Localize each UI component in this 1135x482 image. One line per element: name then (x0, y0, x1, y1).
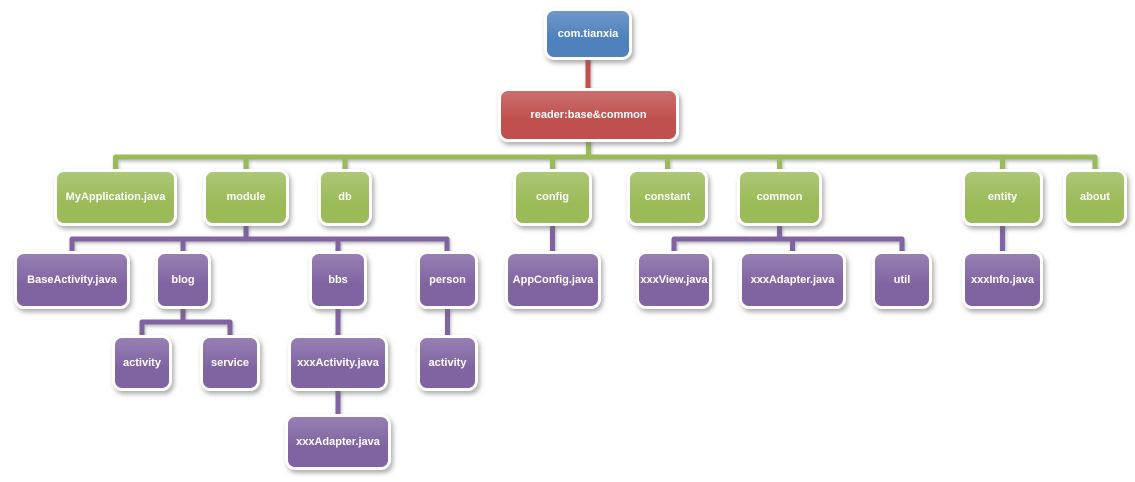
node-person-activity: activity (417, 335, 478, 391)
node-baseactivity-java: BaseActivity.java (14, 251, 130, 309)
node-blog: blog (155, 251, 211, 309)
node-config: config (513, 169, 592, 226)
node-com-tianxia: com.tianxia (544, 8, 632, 60)
node-blog-activity: activity (112, 335, 172, 391)
node-db: db (318, 169, 372, 226)
connector-module-children (69, 224, 450, 254)
node-blog-service: service (200, 335, 260, 391)
node-module: module (203, 169, 289, 226)
node-xxxactivity-java: xxxActivity.java (288, 335, 388, 391)
node-person: person (417, 251, 478, 309)
node-about: about (1063, 169, 1127, 226)
node-reader-base-common: reader:base&common (498, 88, 679, 142)
node-xxxadapter-java: xxxAdapter.java (739, 251, 846, 309)
node-common: common (737, 169, 822, 226)
node-entity: entity (962, 169, 1043, 226)
node-xxxinfo-java: xxxInfo.java (962, 251, 1043, 309)
node-constant: constant (627, 169, 708, 226)
node-xxxview-java: xxxView.java (636, 251, 712, 309)
node-myapplication-java: MyApplication.java (54, 169, 177, 226)
node-bbs-xxxadapter-java: xxxAdapter.java (285, 414, 391, 470)
node-appconfig-java: AppConfig.java (505, 251, 601, 309)
connector-reader-children (113, 138, 1098, 172)
connector-common-children (671, 224, 905, 254)
node-bbs: bbs (309, 251, 367, 309)
connector-blog-children (139, 307, 233, 338)
node-util: util (872, 251, 932, 309)
